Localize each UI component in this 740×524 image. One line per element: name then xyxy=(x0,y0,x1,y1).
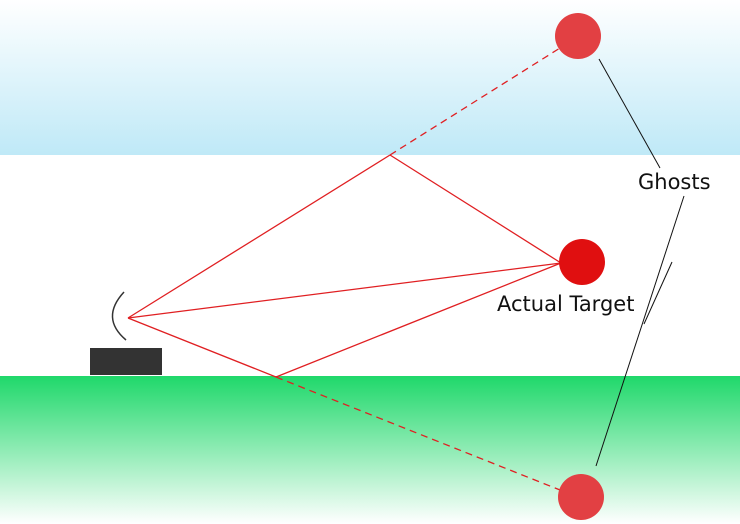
ground-region xyxy=(0,376,740,524)
lower-ghost-apparent-path xyxy=(275,376,561,491)
ghosts-leader-line-lower xyxy=(595,195,685,467)
upper-ghost-apparent-path xyxy=(389,47,561,156)
sky-region xyxy=(0,0,740,155)
ghosts-leader-line-upper xyxy=(598,58,661,169)
upper-reflected-ray xyxy=(127,154,562,319)
actual-target-leader-line xyxy=(643,261,673,325)
radar-dish-icon xyxy=(111,291,127,341)
lower-reflected-ray xyxy=(127,262,562,378)
direct-ray xyxy=(127,262,562,319)
actual-target xyxy=(559,239,605,285)
ghosts-label: Ghosts xyxy=(638,170,711,194)
ghost-target-lower xyxy=(558,474,604,520)
ghost-target-upper xyxy=(555,13,601,59)
radar-vehicle-icon xyxy=(90,348,162,375)
actual-target-label: Actual Target xyxy=(497,292,635,316)
